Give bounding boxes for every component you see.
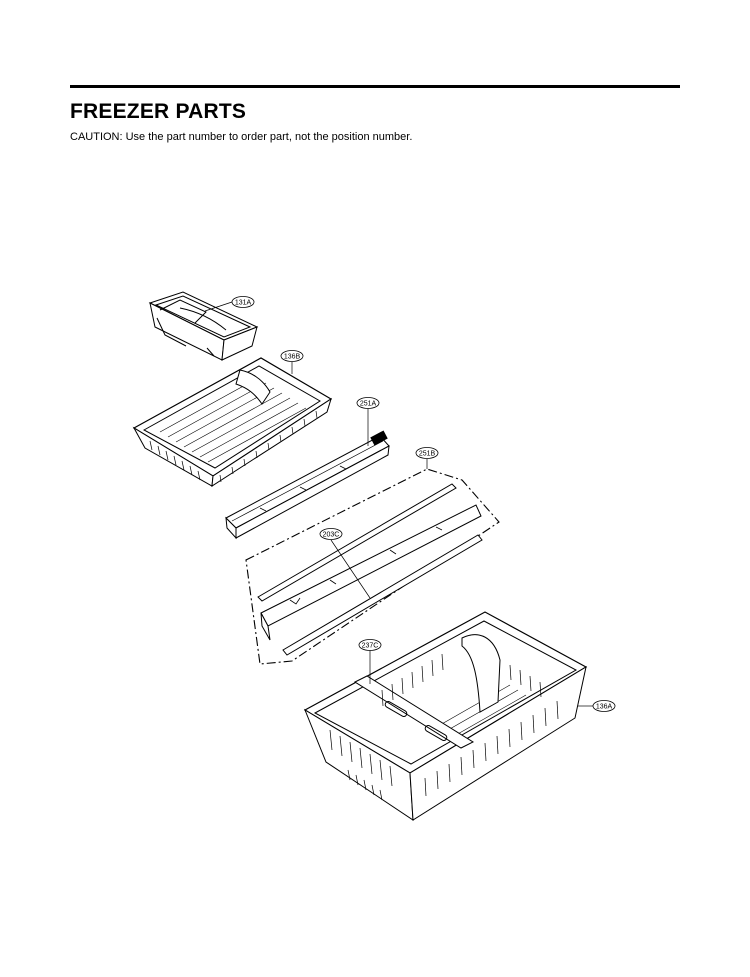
part-136B-upper-basket [132,357,333,487]
leader-lines [204,301,593,707]
part-251B-rail-assembly [245,468,500,665]
callout-label-203C: 203C [323,532,340,539]
part-251A-slide-rail [225,430,390,540]
callout-251A: 251A [356,397,380,409]
callout-136B: 136B [280,350,304,362]
callout-136A: 136A [592,700,616,712]
page-title: FREEZER PARTS [70,100,247,123]
callout-label-251A: 251A [360,401,377,408]
callout-203C: 203C [319,528,343,540]
part-131A-small-tray [148,291,259,361]
callout-label-237C: 237C [362,643,379,650]
callout-label-131A: 131A [235,300,252,307]
caution-note: CAUTION: Use the part number to order pa… [70,131,413,143]
callout-251B: 251B [415,447,439,459]
header-rule [70,85,680,88]
callout-131A: 131A [231,296,255,308]
callout-237C: 237C [358,639,382,651]
callout-label-136B: 136B [284,354,301,361]
part-136A-lower-basket [303,611,588,821]
callout-label-251B: 251B [419,451,436,458]
callout-label-136A: 136A [596,704,613,711]
